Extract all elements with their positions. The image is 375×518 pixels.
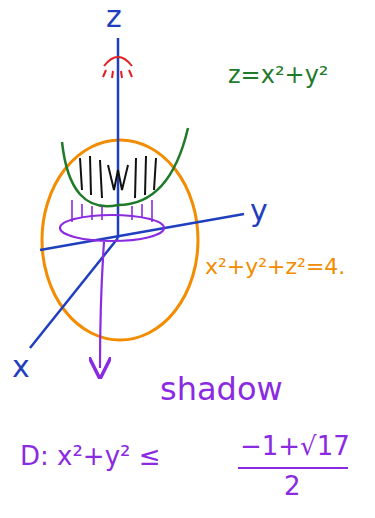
cap-hatching [80,156,156,198]
shadow-hatching [72,200,152,222]
shadow-disk [60,215,164,241]
equation-label: z=x²+y² [228,62,328,88]
z-axis [117,38,120,238]
axis-label: z [106,0,122,33]
y-axis [40,214,244,250]
paraboloid-curve [62,128,188,206]
axis-label: y [250,194,268,227]
equation-label: x²+y²+z²=4. [205,255,345,279]
fraction-bar [238,467,348,469]
axis-label: x [12,350,30,383]
note-label: shadow [160,372,283,407]
sphere-outline [42,140,198,340]
eye-symbol [103,57,132,78]
pointer-arrow [100,242,104,368]
equation-label: D: x²+y² ≤ [20,442,161,471]
x-axis [30,238,118,348]
fraction-numerator: −1+√17 [240,432,350,461]
fraction-denominator: 2 [284,472,301,501]
